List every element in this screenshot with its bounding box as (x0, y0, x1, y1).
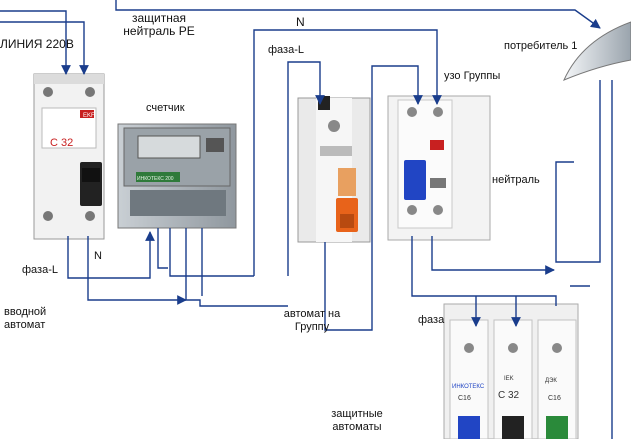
protective-3-marking: C16 (548, 395, 561, 402)
consumer-label: потребитель 1 (504, 40, 578, 52)
group-breaker-label: автомат на Группу (283, 308, 341, 333)
protective-neutral-label: защитная нейтраль PE (123, 11, 195, 38)
consumer-lamp-icon (563, 21, 631, 81)
protective-2-marking: C 32 (498, 390, 520, 401)
electricity-meter-device (117, 123, 237, 229)
line-220-label: ЛИНИЯ 220В (0, 37, 74, 51)
wires (0, 0, 613, 439)
n-top-label: N (296, 15, 305, 29)
n-left-label: N (94, 250, 102, 262)
input-breaker-marking: C 32 (50, 137, 73, 149)
protective-2-brand: IEK (504, 376, 514, 382)
counter-label: счетчик (146, 102, 185, 114)
protective-1-marking: C16 (458, 395, 471, 402)
input-breaker-brand: EKF (83, 113, 95, 119)
phase-l-top-label: фаза-L (268, 44, 304, 56)
neutral-label: нейтраль (492, 174, 540, 186)
rcd-device (387, 95, 491, 241)
phase-label: фаза (418, 314, 445, 326)
meter-brand: ИНКОТЕКС 200 (137, 176, 174, 182)
input-breaker-label: вводной автомат (4, 306, 47, 331)
input-breaker-device (33, 73, 105, 240)
group-breaker-device (297, 96, 371, 243)
phase-l-left-label: фаза-L (22, 264, 58, 276)
rcd-group-label: узо Группы (444, 70, 501, 82)
protective-3-brand: ДЭК (545, 378, 557, 384)
protective-breakers-label: защитные автоматы (331, 408, 383, 433)
protective-breakers-device (443, 303, 579, 439)
protective-1-brand: ИНКОТЕКС (452, 384, 485, 390)
